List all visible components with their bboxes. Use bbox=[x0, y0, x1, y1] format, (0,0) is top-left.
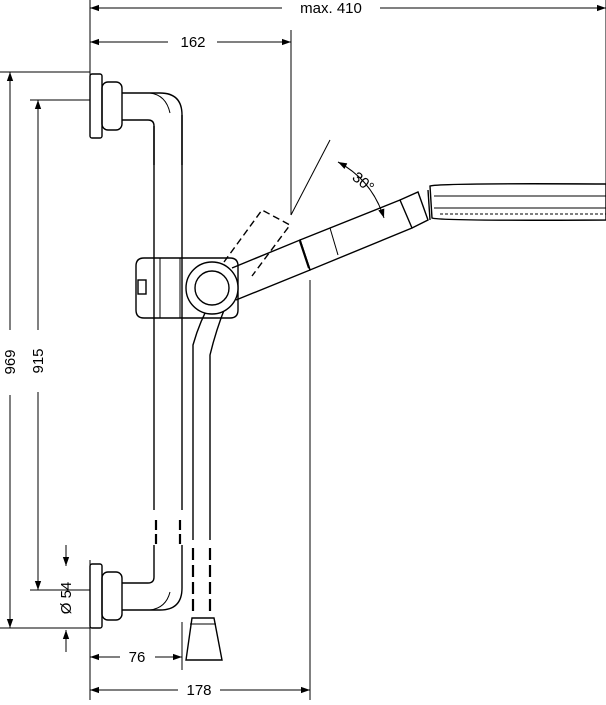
hose-connector bbox=[185, 617, 223, 661]
hand-shower-ghost bbox=[223, 139, 331, 277]
dimension-label-height-total: 969 bbox=[2, 349, 19, 374]
dimension-label-height-mount: 915 bbox=[30, 348, 47, 373]
shower-hose bbox=[191, 299, 227, 612]
shower-holder bbox=[135, 257, 239, 319]
bottom-wall-bracket bbox=[89, 545, 183, 629]
dimension-label-wall-depth: 76 bbox=[129, 649, 146, 666]
dimension-bar-offset: 162 bbox=[90, 34, 291, 51]
dimension-label-max-width: max. 410 bbox=[300, 0, 362, 17]
dimension-label-slider-reach: 178 bbox=[186, 682, 211, 699]
dimension-max-width: max. 410 bbox=[90, 0, 606, 17]
dimension-label-diameter: Ø 54 bbox=[58, 582, 75, 615]
dimension-label-bar-offset: 162 bbox=[180, 34, 205, 51]
slide-bar bbox=[153, 115, 183, 545]
dimension-wall-depth: 76 bbox=[90, 649, 182, 666]
hand-shower-head bbox=[427, 183, 606, 221]
dimension-slider-reach: 178 bbox=[90, 682, 310, 699]
top-wall-bracket bbox=[89, 73, 183, 165]
dimension-diameter: Ø 54 bbox=[58, 545, 75, 652]
dimension-height-mount: 915 bbox=[30, 100, 47, 590]
dimension-height-total: 969 bbox=[2, 72, 19, 628]
hand-shower-handle bbox=[231, 191, 429, 301]
angle-label: 30° bbox=[349, 169, 377, 197]
